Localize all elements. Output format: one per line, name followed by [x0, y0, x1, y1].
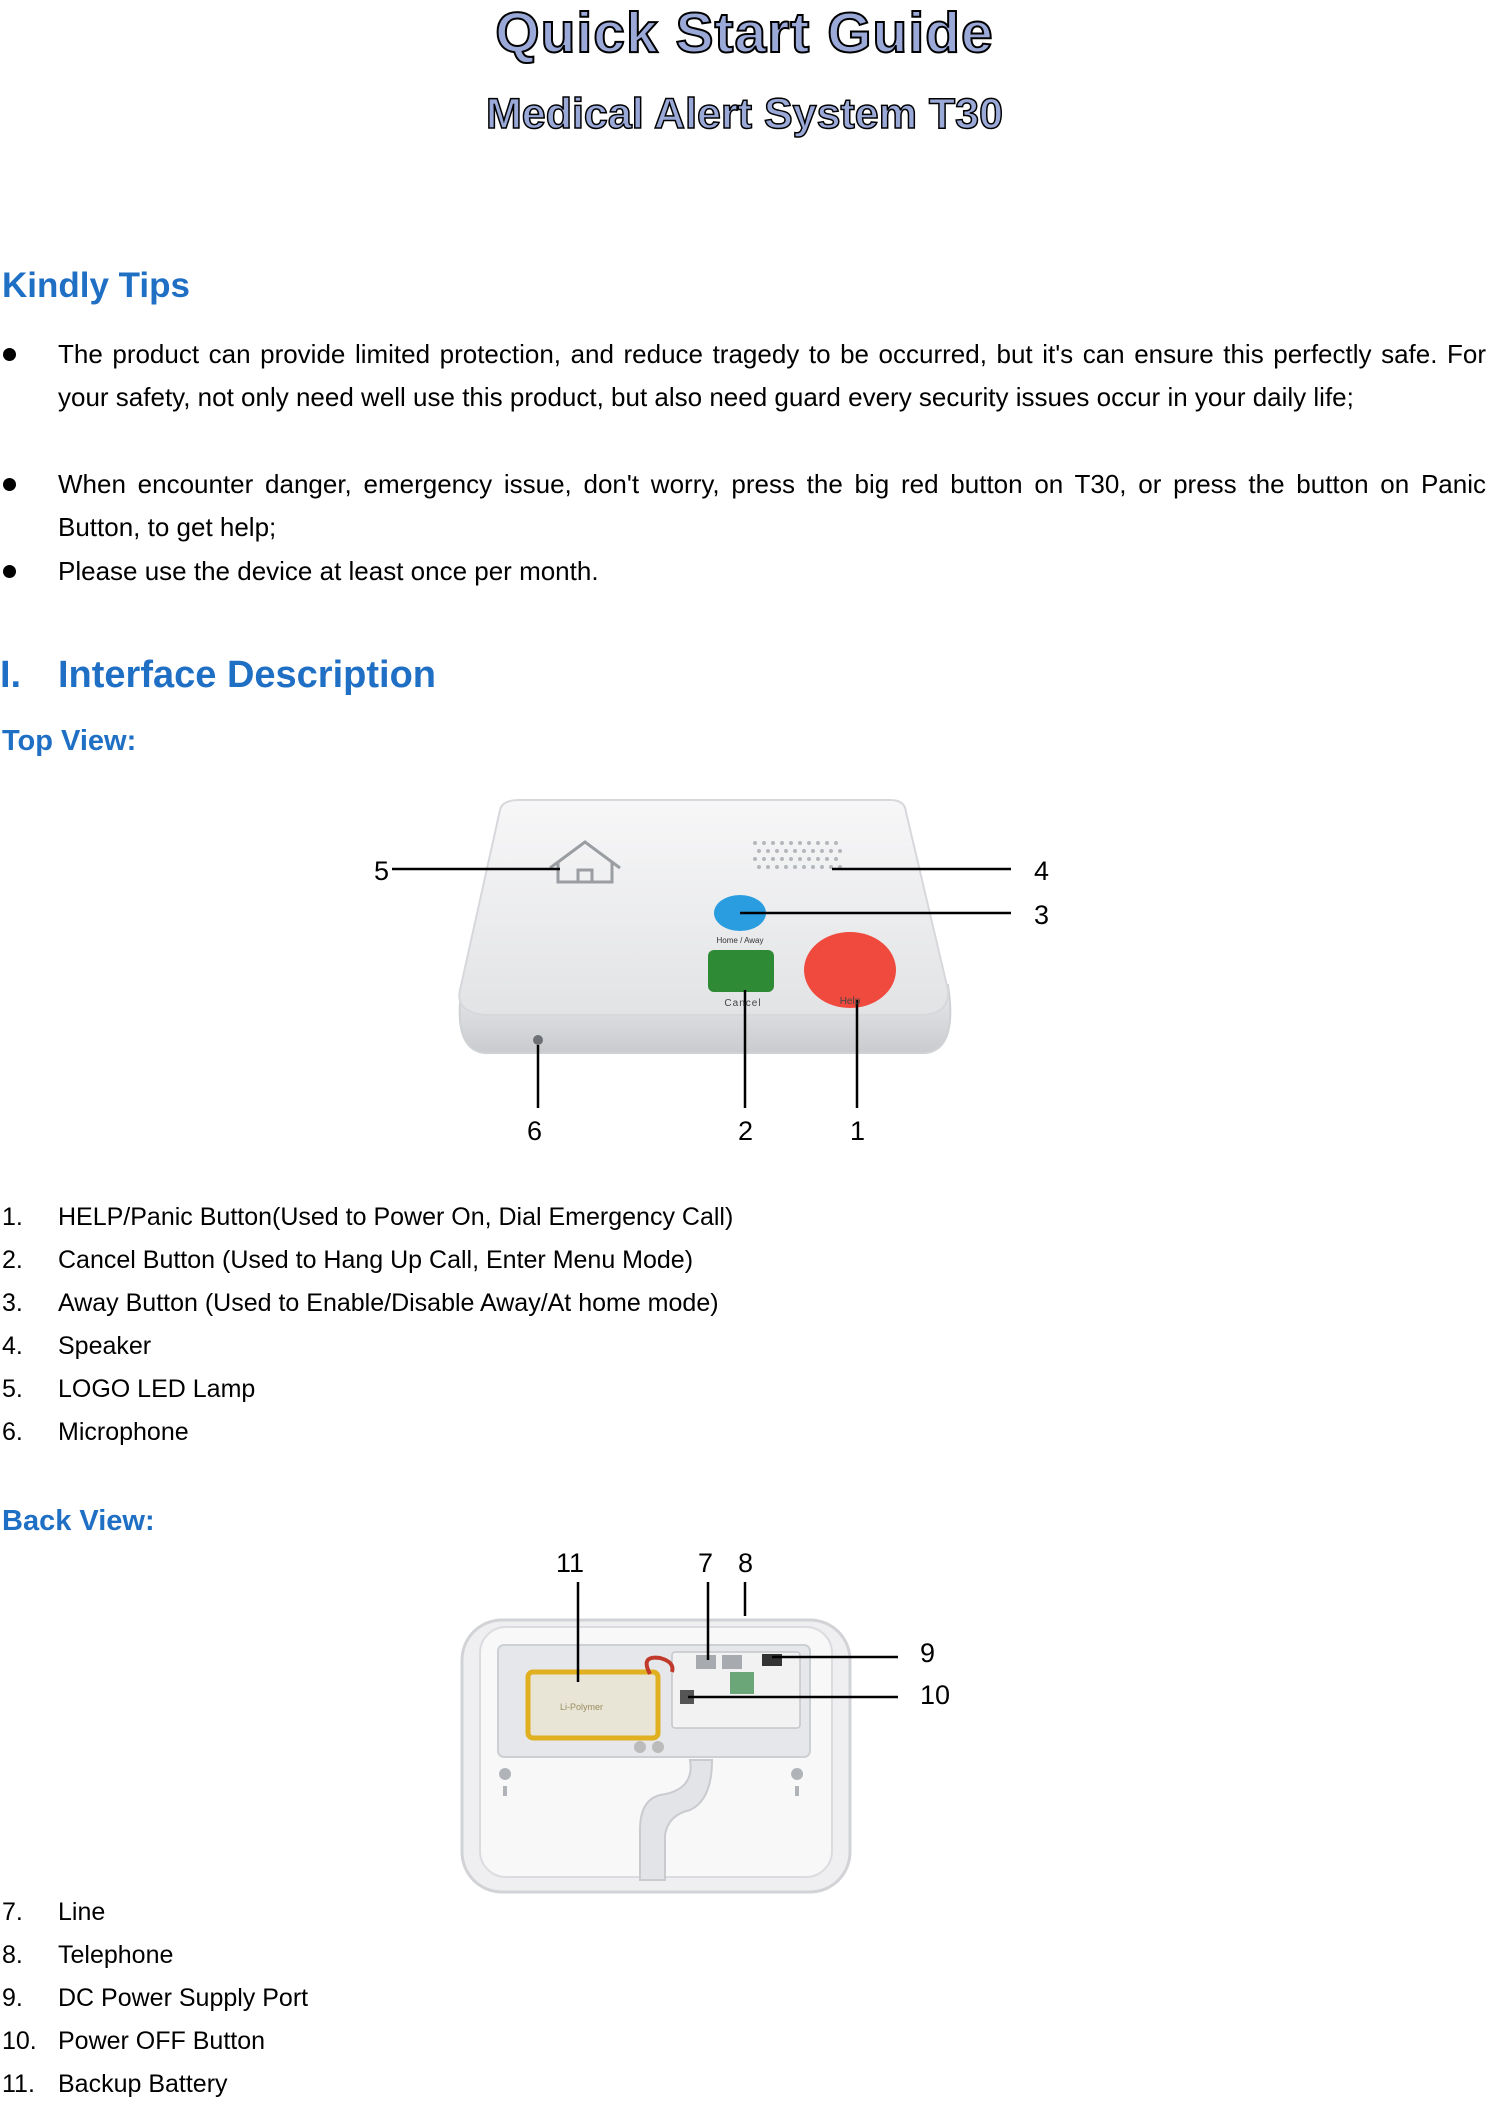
back-view-heading: Back View:	[2, 1505, 155, 1537]
speaker-hole	[757, 849, 761, 853]
list-item: 1.HELP/Panic Button(Used to Power On, Di…	[2, 1203, 734, 1231]
callout-9: 9	[920, 1638, 936, 1668]
speaker-hole	[771, 841, 775, 845]
cancel-button-shape	[708, 950, 774, 992]
speaker-hole	[780, 857, 784, 861]
speaker-hole	[762, 841, 766, 845]
callout-4: 4	[1034, 856, 1050, 886]
back-shell	[460, 1618, 852, 1894]
section-number: I.	[0, 654, 22, 696]
cancel-button-label: Cancel	[724, 998, 762, 1009]
speaker-hole	[766, 865, 770, 869]
speaker-hole	[798, 841, 802, 845]
speaker-hole	[825, 857, 829, 861]
help-button-label: Help	[839, 996, 861, 1007]
list-item: 6.Microphone	[2, 1418, 189, 1446]
microphone-hole	[533, 1035, 543, 1045]
section-title: Interface Description	[58, 654, 436, 696]
callout-5: 5	[374, 856, 390, 886]
speaker-hole	[829, 865, 833, 869]
speaker-hole	[807, 841, 811, 845]
speaker-hole	[780, 841, 784, 845]
speaker-hole	[811, 865, 815, 869]
backup-battery-shape	[525, 1669, 661, 1741]
svg-text:Li-Polymer: Li-Polymer	[560, 1702, 603, 1712]
speaker-grille-icon	[753, 841, 842, 869]
speaker-hole	[838, 849, 842, 853]
bullet-icon	[3, 565, 16, 578]
speaker-hole	[816, 857, 820, 861]
list-item: 9.DC Power Supply Port	[2, 1984, 309, 2012]
speaker-hole	[820, 849, 824, 853]
list-item: 10.Power OFF Button	[2, 2027, 266, 2055]
bullet-icon	[3, 348, 16, 361]
callout-11: 11	[556, 1548, 585, 1578]
speaker-hole	[766, 849, 770, 853]
away-button-label: Home / Away	[716, 936, 764, 945]
speaker-hole	[834, 857, 838, 861]
kindly-tips-heading: Kindly Tips	[2, 266, 190, 305]
speaker-hole	[838, 865, 842, 869]
device-top	[458, 799, 950, 1016]
list-item: 2.Cancel Button (Used to Hang Up Call, E…	[2, 1246, 694, 1274]
speaker-hole	[793, 849, 797, 853]
speaker-hole	[753, 841, 757, 845]
speaker-hole	[789, 841, 793, 845]
callout-1: 1	[850, 1116, 866, 1146]
speaker-hole	[798, 857, 802, 861]
speaker-hole	[793, 865, 797, 869]
speaker-hole	[811, 849, 815, 853]
cable-channel	[639, 1759, 714, 1881]
callout-2: 2	[738, 1116, 754, 1146]
speaker-hole	[816, 841, 820, 845]
list-item: 11.Backup Battery	[2, 2070, 228, 2098]
callout-6: 6	[527, 1116, 543, 1146]
speaker-hole	[802, 865, 806, 869]
away-button-shape	[714, 895, 766, 931]
speaker-hole	[757, 865, 761, 869]
top-view-heading: Top View:	[2, 725, 137, 757]
page-title: Quick Start Guide	[494, 0, 994, 66]
speaker-hole	[789, 857, 793, 861]
bullet-icon	[3, 478, 16, 491]
speaker-hole	[775, 849, 779, 853]
speaker-hole	[784, 849, 788, 853]
speaker-hole	[784, 865, 788, 869]
speaker-hole	[829, 849, 833, 853]
battery-compartment	[497, 1644, 811, 1758]
list-item: 3.Away Button (Used to Enable/Disable Aw…	[2, 1289, 719, 1317]
page-subtitle: Medical Alert System T30	[485, 89, 1004, 139]
callout-8: 8	[738, 1548, 754, 1578]
list-item: 5.LOGO LED Lamp	[2, 1375, 256, 1403]
speaker-hole	[775, 865, 779, 869]
callout-7: 7	[698, 1548, 714, 1578]
speaker-hole	[807, 857, 811, 861]
speaker-hole	[834, 841, 838, 845]
speaker-hole	[771, 857, 775, 861]
callout-10: 10	[920, 1680, 951, 1710]
speaker-hole	[802, 849, 806, 853]
house-logo-icon	[549, 840, 621, 884]
speaker-hole	[753, 857, 757, 861]
speaker-hole	[762, 857, 766, 861]
callout-3: 3	[1034, 900, 1050, 930]
speaker-hole	[825, 841, 829, 845]
list-item: 8.Telephone	[2, 1941, 174, 1969]
speaker-hole	[820, 865, 824, 869]
list-item: 4.Speaker	[2, 1332, 152, 1360]
pcb-board	[671, 1651, 801, 1729]
list-item: 7.Line	[2, 1898, 106, 1926]
